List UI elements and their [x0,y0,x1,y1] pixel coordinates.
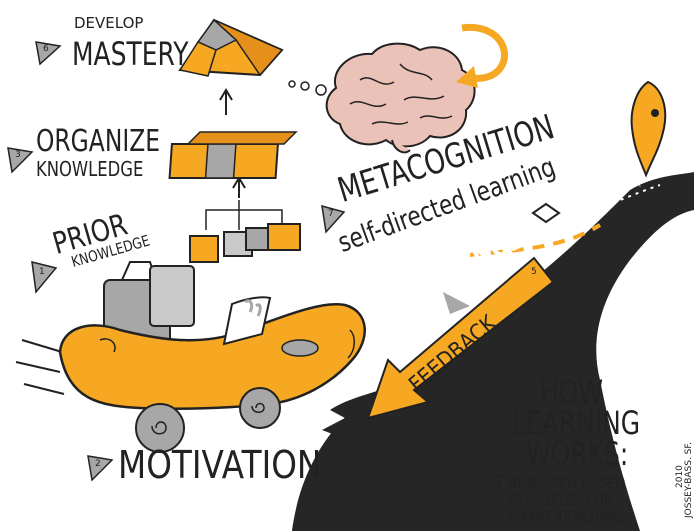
organize-line1: ORGANIZE [36,124,161,159]
up-arrow-icon [232,176,246,198]
badge-triangle-icon [7,147,34,174]
location-pin-icon [630,80,667,178]
pyramid-icon [178,18,284,77]
badge-triangle-icon [87,455,114,482]
up-arrow-icon [219,88,233,115]
road-center-line-2 [469,223,602,257]
title-line2: LEARNING [512,404,641,442]
organized-bar-icon [168,131,298,179]
badge-number-metacognition: 7 [328,209,334,219]
car-icon [15,261,366,453]
curved-arrow-icon [456,23,508,88]
feedback-arrow-icon [366,256,555,420]
thought-bubble [288,80,296,88]
badge-triangle-icon [31,261,58,294]
badge-triangle-icon [321,204,346,234]
road-rough-edge [292,390,380,531]
road-dotted-line [559,184,661,221]
badge-triangle-icon [35,41,62,66]
road-center-line [519,183,641,227]
mastery-line1: DEVELOP [74,14,144,32]
title-sub2: PRINCIPLES FOR [508,491,613,509]
knowledge-tree-icon [189,200,301,263]
title-sub1: RESEARCH-BASED [508,474,626,492]
mastery-line2: MASTERY [72,35,189,73]
badge-number-prior: 1 [39,267,45,277]
thought-bubble [300,81,310,91]
motivation-label: MOTIVATION [118,443,322,487]
organize-line2: KNOWLEDGE [36,157,144,181]
title-sub3: SMART TEACHING [508,508,623,526]
diamond-marker-icon [531,202,561,224]
badge-number-motivation: 2 [95,459,101,469]
thought-bubble [315,84,327,96]
credit-publisher: JOSSEY-BASS. SF. [684,442,694,518]
badge-number-feedback: 5 [531,267,537,277]
badge-number-mastery: 6 [43,44,49,54]
guidance-triangle-icon [443,292,470,314]
road [292,172,694,531]
title-line3: WORKS: [526,435,629,473]
badge-number-organize: 3 [15,150,21,160]
title-sub-number: 7 [493,472,505,493]
brain-icon [325,42,476,154]
title-line1: HOW [540,373,604,411]
